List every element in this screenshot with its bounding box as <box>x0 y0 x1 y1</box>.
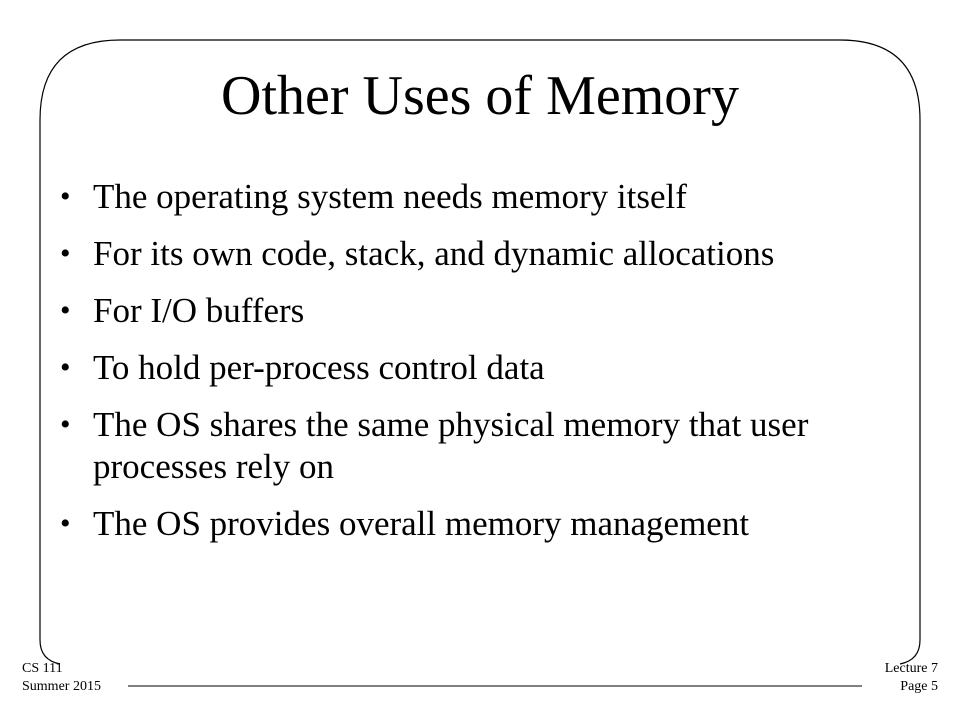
bullet-icon: • <box>60 507 71 540</box>
bullet-icon: • <box>60 351 71 384</box>
footer-page-info: Lecture 7 Page 5 <box>885 660 938 696</box>
bullet-text: The OS provides overall memory managemen… <box>93 504 750 543</box>
bullet-text: For I/O buffers <box>93 291 305 330</box>
footer-term: Summer 2015 <box>22 679 101 694</box>
bullet-list: • The operating system needs memory itse… <box>60 176 910 560</box>
bullet-icon: • <box>60 237 71 270</box>
bullet-text: For its own code, stack, and dynamic all… <box>93 234 775 273</box>
bullet-item: • For I/O buffers <box>60 290 910 332</box>
footer-course: CS 111 <box>22 661 63 676</box>
slide-title: Other Uses of Memory <box>221 65 739 127</box>
frame-bottom-left-curve <box>39 639 61 665</box>
footer-lecture: Lecture 7 <box>884 661 938 676</box>
bullet-text: To hold per-process control data <box>93 348 545 387</box>
bullet-text: The operating system needs memory itself <box>93 177 687 216</box>
bullet-text: The OS shares the same physical memory t… <box>93 405 809 486</box>
bullet-item: • The operating system needs memory itse… <box>60 176 910 218</box>
footer-page-number: Page 5 <box>900 679 938 694</box>
bullet-icon: • <box>60 180 71 213</box>
footer-course-info: CS 111 Summer 2015 <box>22 660 101 696</box>
bullet-item: • For its own code, stack, and dynamic a… <box>60 233 910 275</box>
bullet-icon: • <box>60 294 71 327</box>
bullet-item: • The OS provides overall memory managem… <box>60 503 910 545</box>
frame-bottom-right-curve <box>899 639 921 665</box>
bullet-item: • The OS shares the same physical memory… <box>60 404 910 488</box>
bullet-icon: • <box>60 408 71 441</box>
bullet-item: • To hold per-process control data <box>60 347 910 389</box>
frame-border <box>39 39 921 640</box>
